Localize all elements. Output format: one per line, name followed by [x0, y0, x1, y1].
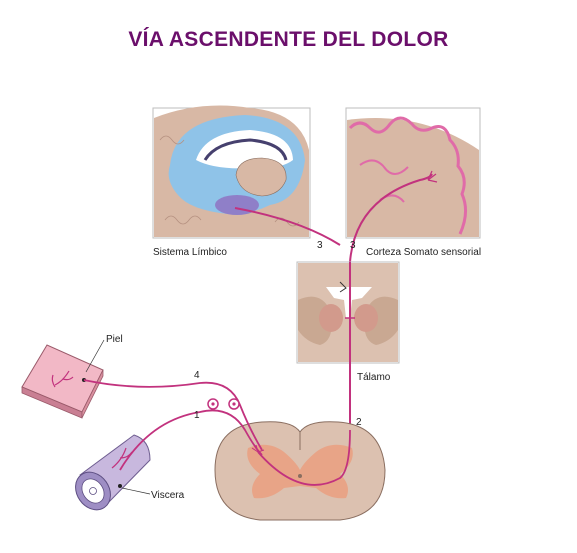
thalamus-panel: [296, 261, 400, 430]
label-thalamus: Tálamo: [357, 372, 391, 383]
number-3-limbic: 3: [317, 240, 323, 251]
number-1: 1: [194, 410, 200, 421]
limbic-system-panel: [152, 105, 341, 246]
label-limbic-system: Sistema Límbico: [153, 247, 227, 258]
spinal-cord-section: [214, 421, 386, 521]
page-title: VÍA ASCENDENTE DEL DOLOR: [128, 28, 449, 51]
number-3-cortex: 3: [350, 240, 356, 251]
label-viscera: Viscera: [151, 490, 185, 501]
number-2: 2: [356, 417, 362, 428]
skin-illustration: [21, 339, 105, 419]
cortex-panel: [345, 107, 481, 263]
number-4: 4: [194, 370, 200, 381]
label-somatosensory-cortex: Corteza Somato sensorial: [366, 247, 481, 258]
pathway-fibers: [83, 379, 351, 486]
label-skin: Piel: [106, 334, 123, 345]
